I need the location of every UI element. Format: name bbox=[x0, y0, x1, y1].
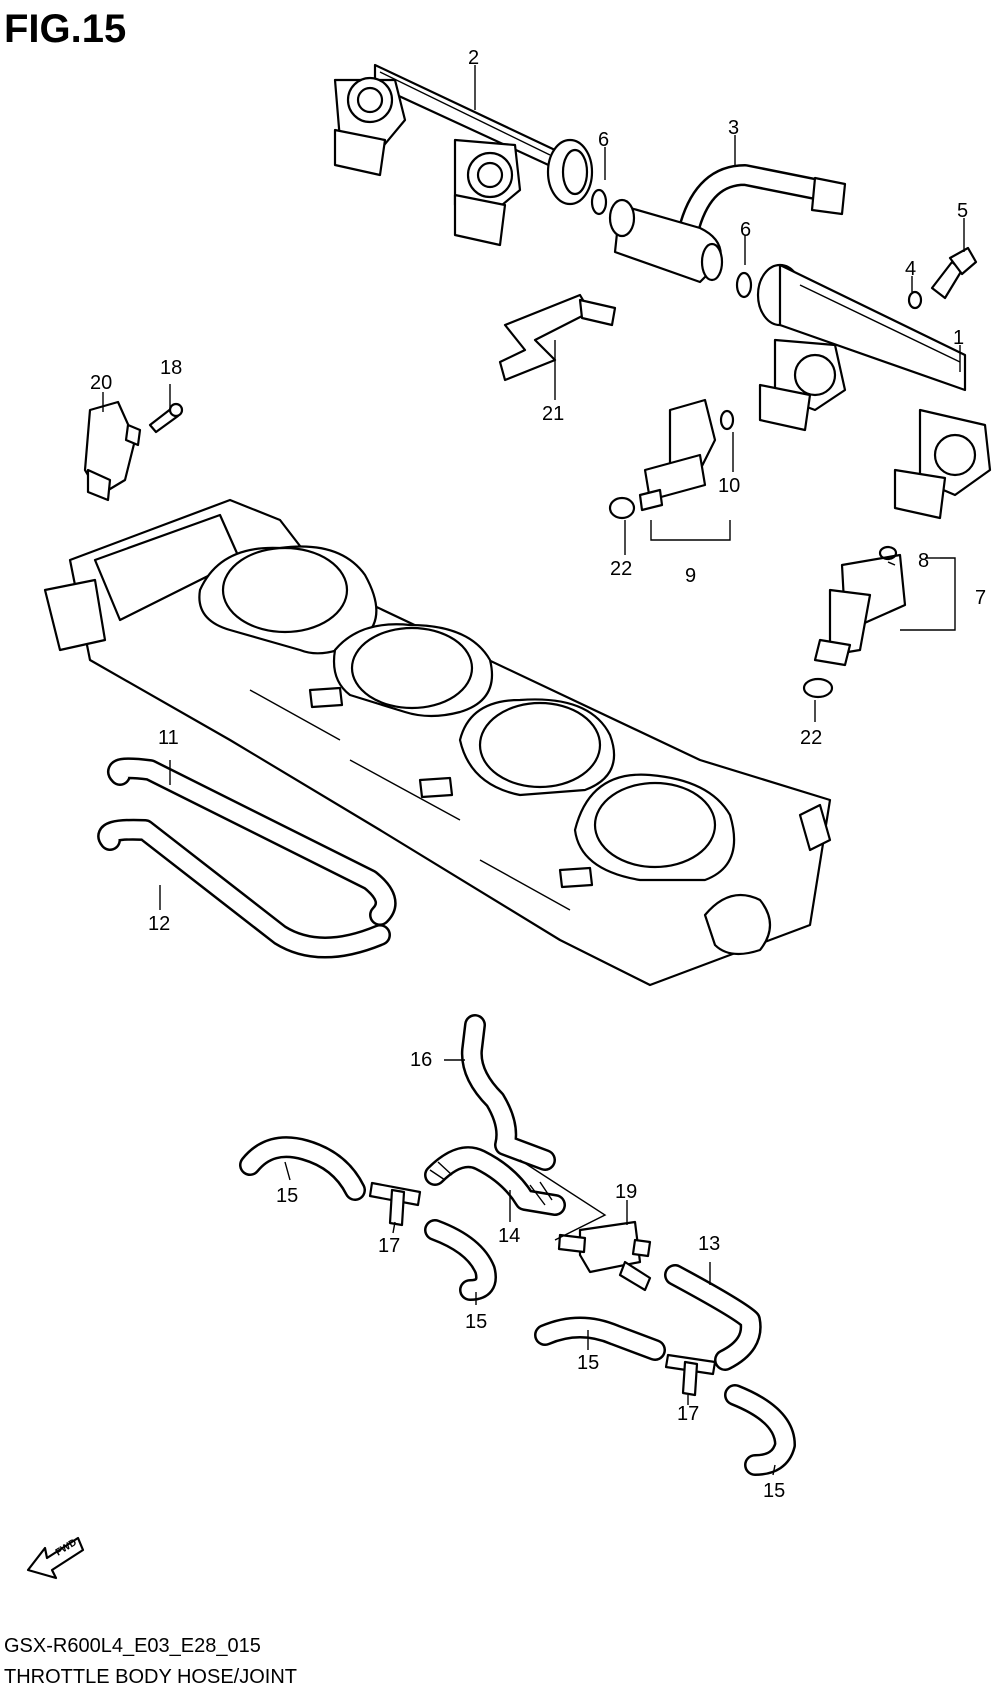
hose-15-upper-left bbox=[239, 1136, 366, 1201]
injector-o-ring bbox=[719, 409, 735, 431]
hose-15-center bbox=[534, 1316, 666, 1361]
callout-15: 15 bbox=[276, 1185, 298, 1207]
mounting-bolt bbox=[930, 246, 978, 300]
callout-6: 6 bbox=[598, 129, 609, 151]
callout-17: 17 bbox=[378, 1235, 400, 1257]
callout-14: 14 bbox=[498, 1225, 520, 1247]
fuel-feed-hose bbox=[608, 164, 847, 284]
hose-13 bbox=[664, 1264, 762, 1371]
callout-labels: 2 3 6 6 4 5 1 20 18 21 10 22 9 8 7 22 11… bbox=[90, 47, 986, 1502]
model-code: GSX-R600L4_E03_E28_015 bbox=[4, 1635, 261, 1657]
washer bbox=[907, 290, 923, 310]
fuel-delivery-pipe-upper bbox=[333, 63, 594, 247]
injector-cushion-lower bbox=[802, 677, 834, 699]
callout-16: 16 bbox=[410, 1049, 432, 1071]
callout-10: 10 bbox=[718, 475, 740, 497]
callout-13: 13 bbox=[698, 1233, 720, 1255]
callout-6: 6 bbox=[740, 219, 751, 241]
hose-14 bbox=[424, 1146, 566, 1216]
diagram-subtitle: THROTTLE BODY HOSE/JOINT bbox=[4, 1666, 297, 1688]
callout-15: 15 bbox=[763, 1480, 785, 1502]
injector-cushion-upper bbox=[608, 496, 636, 520]
throttle-cable-12 bbox=[97, 818, 391, 959]
callout-8: 8 bbox=[918, 550, 929, 572]
callout-20: 20 bbox=[90, 372, 112, 394]
fwd-arrow-icon: FWD bbox=[26, 1536, 85, 1580]
callout-11: 11 bbox=[158, 727, 179, 749]
callout-2: 2 bbox=[468, 47, 479, 69]
callout-22: 22 bbox=[800, 727, 822, 749]
fuel-delivery-pipe-lower bbox=[756, 263, 992, 520]
t-joint-17-lower bbox=[664, 1353, 717, 1397]
sensor bbox=[83, 400, 142, 502]
callout-7: 7 bbox=[975, 587, 986, 609]
callout-12: 12 bbox=[148, 913, 170, 935]
clamp bbox=[498, 293, 617, 382]
hose-15-lower-right bbox=[724, 1384, 796, 1476]
callout-21: 21 bbox=[542, 403, 564, 425]
callout-4: 4 bbox=[905, 258, 916, 280]
callout-3: 3 bbox=[728, 117, 739, 139]
sensor-screw bbox=[148, 402, 184, 434]
o-ring-upper bbox=[590, 188, 608, 216]
callout-15: 15 bbox=[577, 1352, 599, 1374]
throttle-cable-11 bbox=[107, 757, 397, 926]
primary-injector-o-ring bbox=[878, 545, 898, 561]
callout-9: 9 bbox=[685, 565, 696, 587]
leader-lines bbox=[102, 65, 965, 1476]
o-ring-middle bbox=[735, 271, 753, 299]
callout-1: 1 bbox=[953, 327, 964, 349]
throttle-body-assembly bbox=[43, 498, 832, 987]
callout-19: 19 bbox=[615, 1181, 637, 1203]
callout-15: 15 bbox=[465, 1311, 487, 1333]
hose-15-lower-left bbox=[424, 1219, 497, 1301]
callout-22: 22 bbox=[610, 558, 632, 580]
callout-18: 18 bbox=[160, 357, 182, 379]
joint-19 bbox=[557, 1220, 652, 1292]
primary-fuel-injector bbox=[813, 553, 907, 667]
t-joint-17-upper bbox=[368, 1181, 422, 1227]
hose-16 bbox=[460, 1014, 556, 1171]
secondary-fuel-injector bbox=[638, 398, 717, 512]
callout-5: 5 bbox=[957, 200, 968, 222]
callout-17: 17 bbox=[677, 1403, 699, 1425]
figure-title: FIG.15 bbox=[4, 7, 126, 51]
